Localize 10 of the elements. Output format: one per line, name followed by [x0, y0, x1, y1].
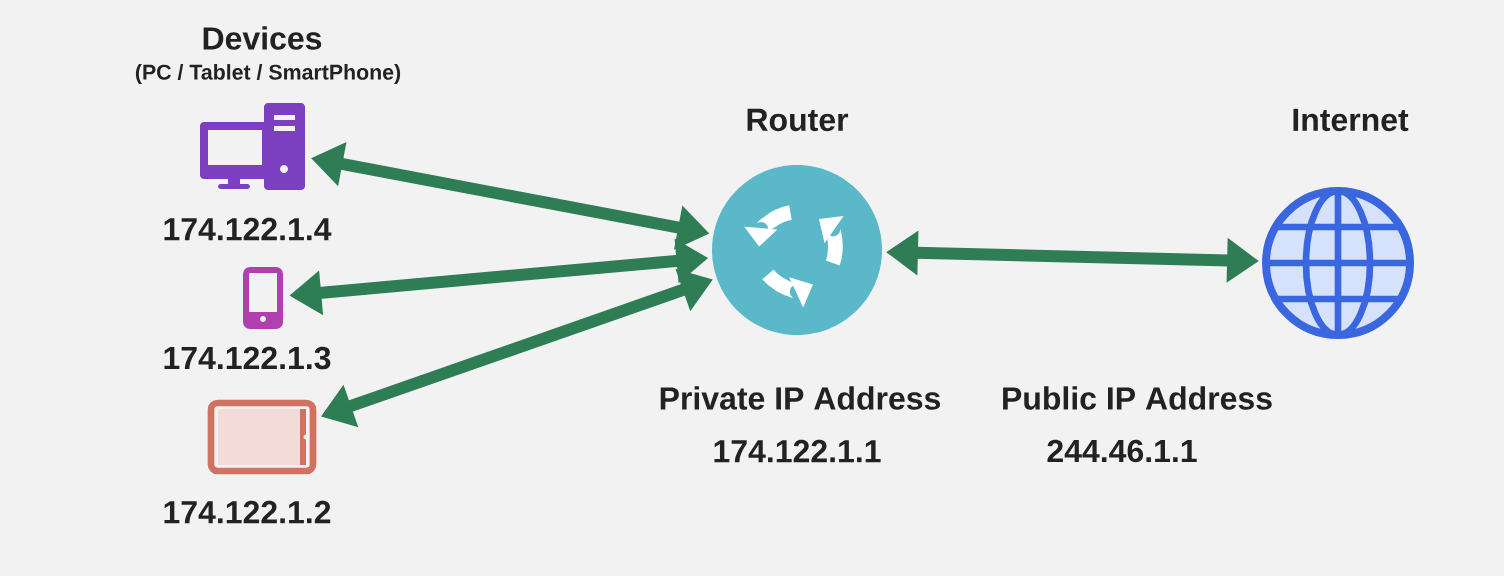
ip-address-label: 174.122.1.3 [164, 346, 331, 370]
ip-address-label: 244.46.1.1 [1047, 439, 1197, 463]
ip-address-label: Private IP Address [660, 386, 941, 410]
node-heading: Router [747, 108, 849, 132]
ip-address-label: Public IP Address [1003, 386, 1272, 410]
ip-address-label: 174.122.1.4 [164, 217, 332, 241]
node-heading: Internet [1293, 108, 1409, 132]
heading: Devices [203, 26, 322, 50]
ip-address-label: 174.122.1.2 [164, 500, 331, 524]
ip-address-label: 174.122.1.1 [714, 439, 881, 463]
